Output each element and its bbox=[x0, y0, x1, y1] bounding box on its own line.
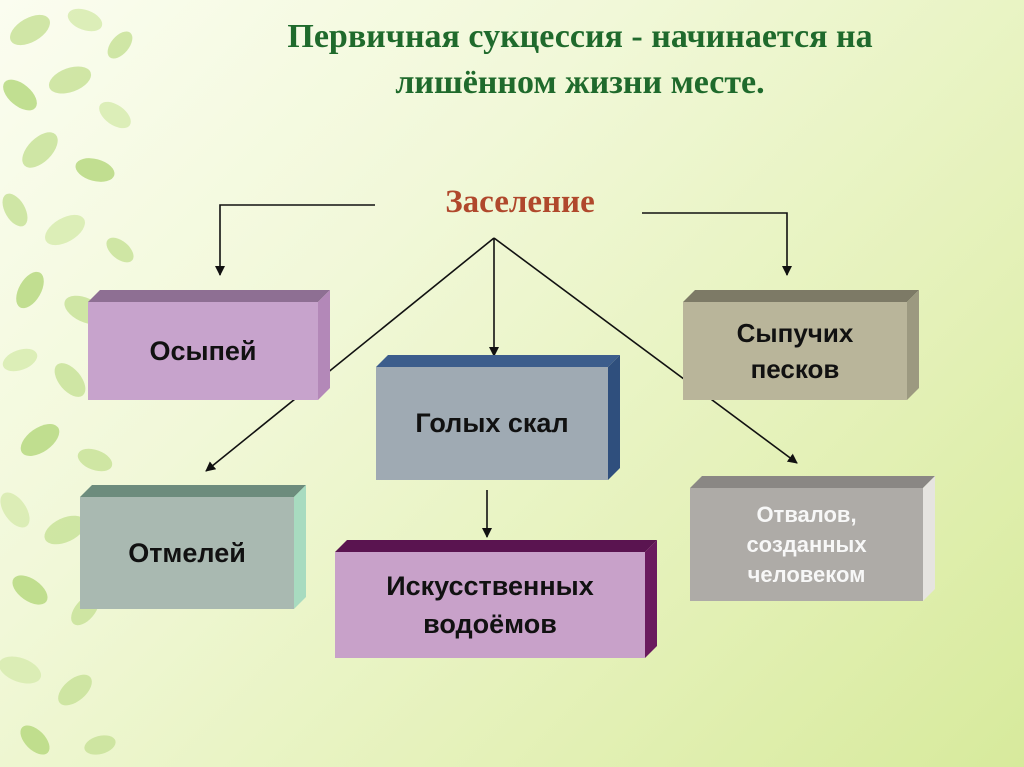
box-iskusstvennyh-vodoemov: Искусственных водоёмов bbox=[335, 540, 657, 658]
box-sypuchih-line-2: песков bbox=[750, 354, 840, 384]
arrow-to-osypei bbox=[215, 204, 375, 276]
center-label-zaselenie: Заселение bbox=[445, 184, 595, 220]
box-otvalov-line-2: созданных bbox=[746, 531, 867, 557]
box-osypei-face: Осыпей bbox=[88, 302, 318, 400]
box-sypuchih-peskov-face: Сыпучих песков bbox=[683, 302, 907, 400]
box-otvalov-line-3: человеком bbox=[747, 561, 866, 587]
box-otmelei: Отмелей bbox=[80, 485, 306, 609]
box-iskusstvennyh-face: Искусственных водоёмов bbox=[335, 552, 645, 658]
box-otvalov-line-1: Отвалов, bbox=[756, 501, 857, 527]
arrow-to-sypuchih bbox=[642, 212, 792, 276]
box-iskusstvennyh-line-2: водоёмов bbox=[423, 609, 557, 639]
box-iskusstvennyh-line-1: Искусственных bbox=[386, 571, 594, 601]
box-golyh-skal-face: Голых скал bbox=[376, 367, 608, 480]
box-otvalov: Отвалов, созданных человеком bbox=[690, 476, 935, 601]
box-golyh-skal-line: Голых скал bbox=[415, 408, 569, 438]
box-otmelei-face: Отмелей bbox=[80, 497, 294, 609]
box-sypuchih-line-1: Сыпучих bbox=[736, 318, 854, 348]
box-otvalov-face: Отвалов, созданных человеком bbox=[690, 488, 923, 601]
title-line-1: Первичная сукцессия - начинается на bbox=[287, 18, 873, 55]
box-otmelei-line: Отмелей bbox=[128, 537, 246, 568]
title-line-2: лишённом жизни месте. bbox=[395, 64, 765, 101]
box-osypei: Осыпей bbox=[88, 290, 330, 400]
box-golyh-skal: Голых скал bbox=[376, 355, 620, 480]
box-osypei-line: Осыпей bbox=[149, 335, 257, 366]
box-sypuchih-peskov: Сыпучих песков bbox=[683, 290, 919, 400]
arrow-to-otmelei bbox=[205, 237, 495, 472]
page-title: Первичная сукцессия - начинается на лишё… bbox=[150, 14, 1010, 106]
arrow-to-otvalov bbox=[493, 237, 798, 464]
